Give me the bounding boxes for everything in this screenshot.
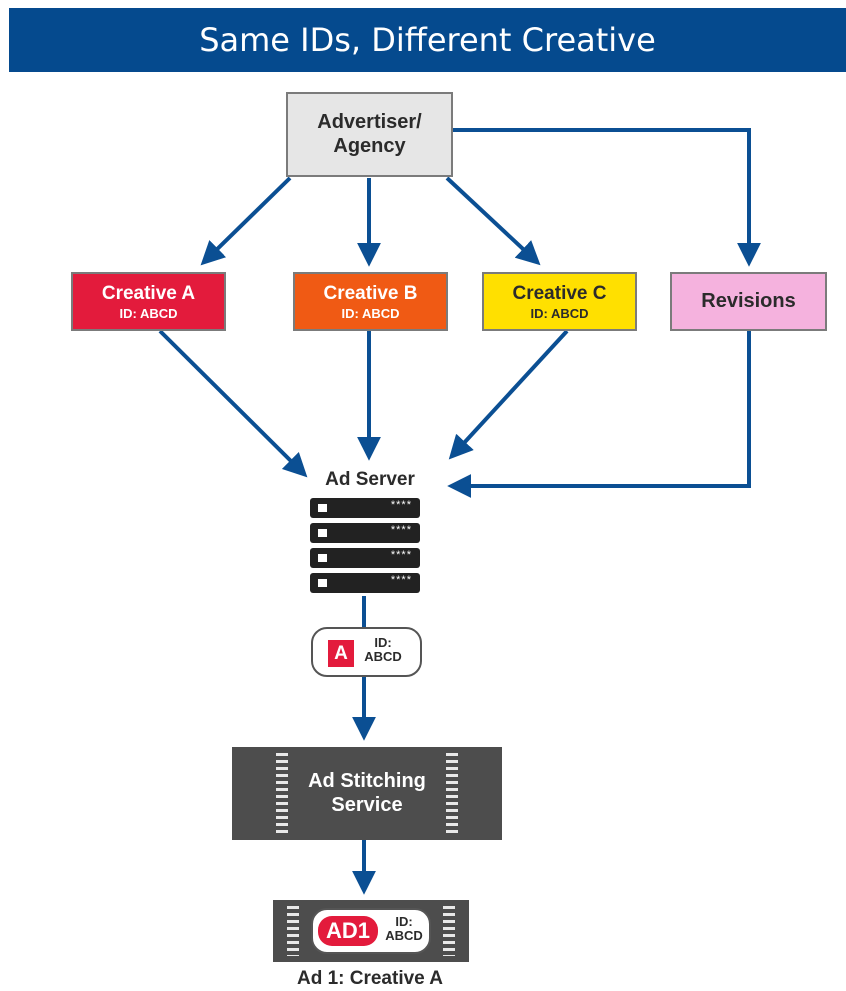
output-id-label: ID: ABCD xyxy=(385,914,423,943)
revisions-label: Revisions xyxy=(701,290,796,312)
creative-c-box: Creative C ID: ABCD xyxy=(482,272,637,331)
creative-b-id: ID: ABCD xyxy=(341,306,400,321)
output-caption: Ad 1: Creative A xyxy=(296,968,444,989)
film-perforation-icon xyxy=(287,906,299,956)
server-lights: **** xyxy=(390,549,412,561)
ad-stitching-label: Ad Stitching Service xyxy=(308,770,426,816)
server-rack-icon: **** **** **** **** xyxy=(310,498,420,598)
arrow-agency-to-creative-c xyxy=(445,176,541,266)
creative-c-id: ID: ABCD xyxy=(530,306,589,321)
token-id-label: ID: ABCD xyxy=(364,635,402,664)
arrow-creative-a-to-server xyxy=(158,329,308,478)
creative-a-box: Creative A ID: ABCD xyxy=(71,272,226,331)
creative-b-box: Creative B ID: ABCD xyxy=(293,272,448,331)
server-unit: **** xyxy=(310,548,420,568)
revisions-box: Revisions xyxy=(670,272,827,331)
creative-a-title: Creative A xyxy=(101,283,196,304)
output-ad-film-icon: AD1 ID: ABCD xyxy=(273,900,469,962)
server-unit: **** xyxy=(310,523,420,543)
film-perforation-icon xyxy=(276,753,288,834)
ad-stitching-service-box: Ad Stitching Service xyxy=(232,747,502,840)
film-perforation-icon xyxy=(443,906,455,956)
creative-b-title: Creative B xyxy=(323,283,418,304)
ad-server-label: Ad Server xyxy=(325,469,415,490)
server-lights: **** xyxy=(390,499,412,511)
server-unit: **** xyxy=(310,573,420,593)
arrow-revisions-to-server xyxy=(447,331,751,498)
creative-a-id: ID: ABCD xyxy=(119,306,178,321)
advertiser-agency-box: Advertiser/ Agency xyxy=(286,92,453,177)
creative-id-token: A ID: ABCD xyxy=(311,627,422,677)
arrow-creative-c-to-server xyxy=(448,329,569,460)
output-ad-token: AD1 ID: ABCD xyxy=(311,908,431,954)
server-lights: **** xyxy=(390,574,412,586)
diagram-title: Same IDs, Different Creative xyxy=(199,21,656,59)
advertiser-agency-label: Advertiser/ Agency xyxy=(317,111,422,157)
server-unit: **** xyxy=(310,498,420,518)
creative-letter-badge: A xyxy=(328,640,354,667)
arrow-agency-to-revisions xyxy=(453,128,761,267)
title-banner: Same IDs, Different Creative xyxy=(9,8,846,72)
ad1-badge: AD1 xyxy=(318,916,378,946)
film-perforation-icon xyxy=(446,753,458,834)
creative-c-title: Creative C xyxy=(512,283,607,304)
arrow-agency-to-creative-a xyxy=(200,176,292,266)
server-lights: **** xyxy=(390,524,412,536)
